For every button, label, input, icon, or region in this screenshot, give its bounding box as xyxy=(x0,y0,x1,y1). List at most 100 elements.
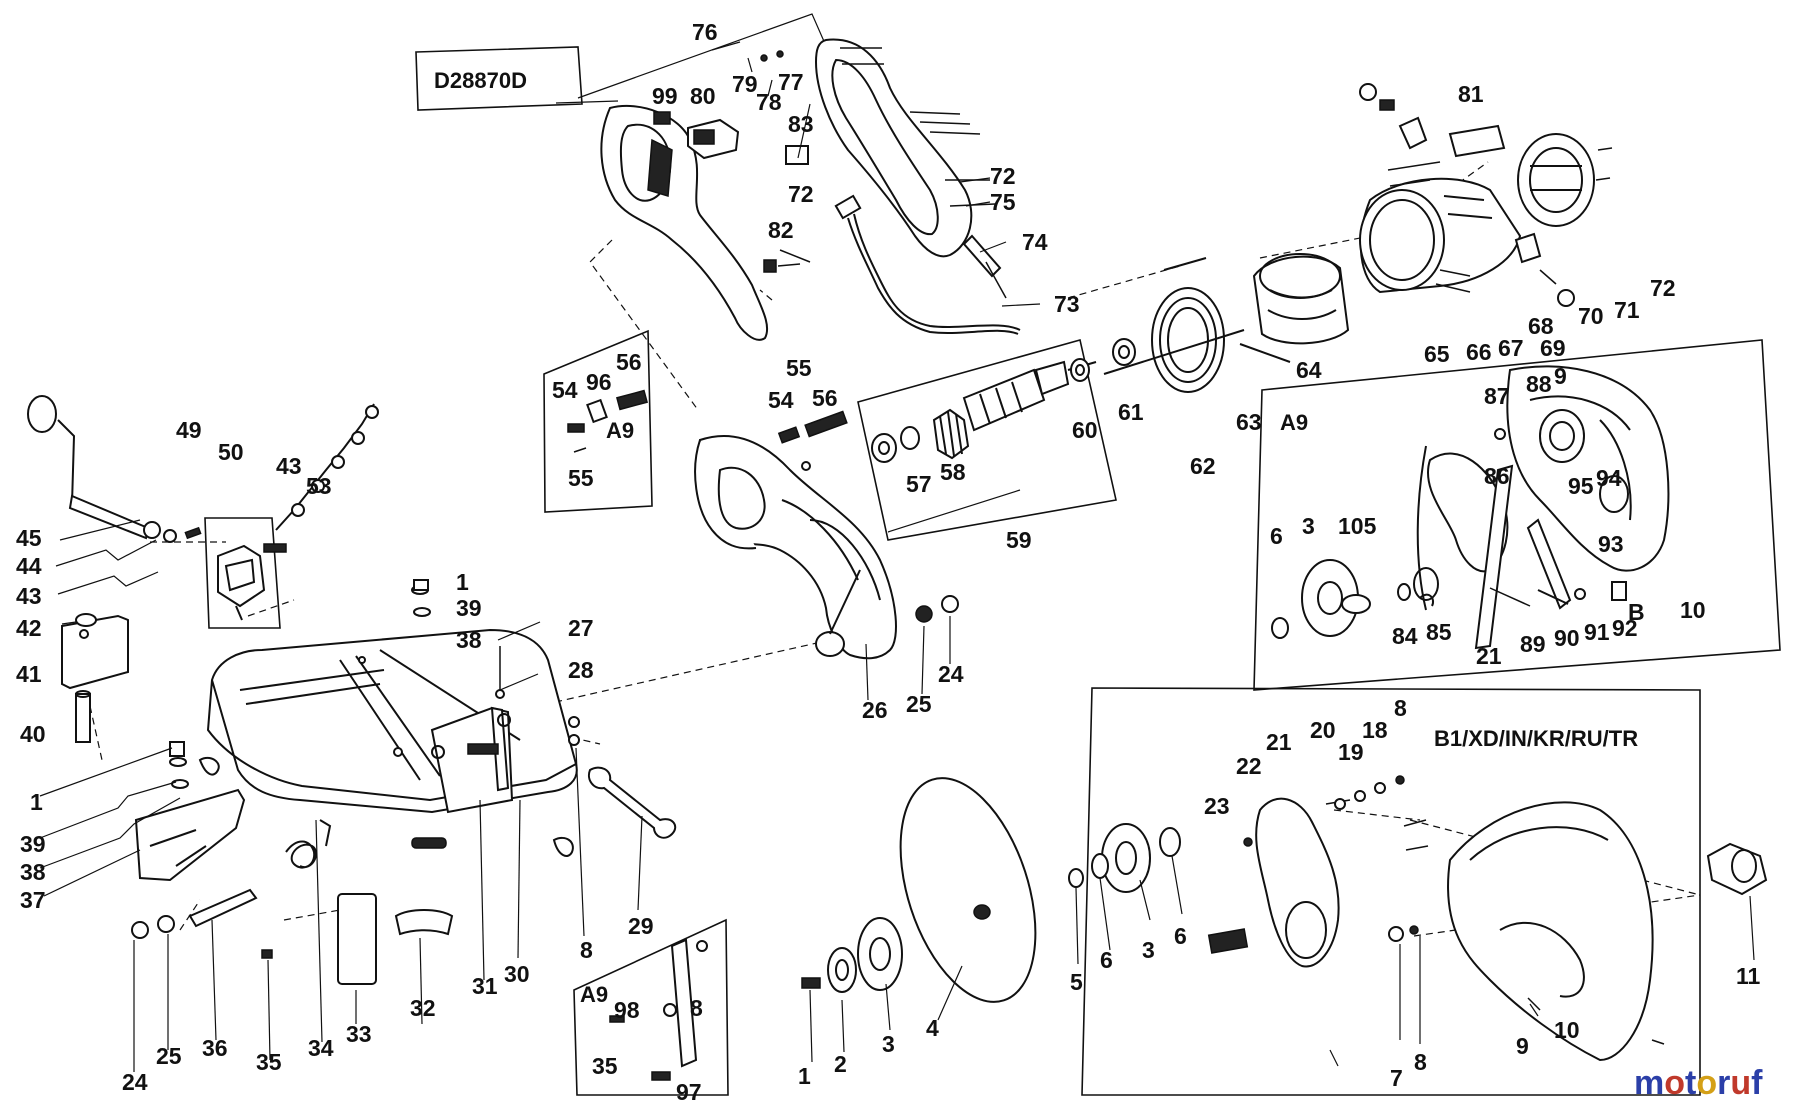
part-label-72-cap: 72 xyxy=(1650,275,1676,301)
part-label-38-top: 38 xyxy=(456,627,482,653)
part-label-88: 88 xyxy=(1526,371,1552,397)
gear-housing-part xyxy=(694,434,897,660)
part-label-1-left: 1 xyxy=(30,789,43,815)
guard-part xyxy=(1207,797,1654,1062)
part-label-70: 70 xyxy=(1578,303,1604,329)
part-label-20: 20 xyxy=(1310,717,1336,743)
handle-housing-part xyxy=(600,38,973,341)
part-label-86: 86 xyxy=(1484,463,1510,489)
armature-part xyxy=(871,358,1097,463)
vise-jaw-part xyxy=(217,543,287,621)
part-label-56-main: 56 xyxy=(812,385,838,411)
part-label-95: 95 xyxy=(1568,473,1594,499)
part-label-30: 30 xyxy=(504,961,530,987)
spring-part xyxy=(285,819,332,869)
label-plate-part xyxy=(1448,124,1506,158)
end-cap-part xyxy=(1517,133,1613,227)
bracket-part xyxy=(61,613,129,743)
part-label-37: 37 xyxy=(20,887,46,913)
part-label-7: 7 xyxy=(1390,1065,1403,1091)
part-label-89-bottom: 89 xyxy=(1520,631,1546,657)
part-label-60: 60 xyxy=(1072,417,1098,443)
region-a9-top-label: A9 xyxy=(606,418,634,443)
vise-chain-part xyxy=(275,403,379,531)
region-a9-guard-label: A9 xyxy=(1280,410,1308,435)
nut-washer-part xyxy=(568,595,959,746)
a9-washers xyxy=(1271,559,1586,639)
part-label-67: 67 xyxy=(1498,335,1524,361)
wrench-part xyxy=(588,766,677,839)
part-label-9-a9: 9 xyxy=(1554,363,1567,389)
part-label-63: 63 xyxy=(1236,409,1262,435)
part-label-72-upper: 72 xyxy=(788,181,814,207)
part-label-5: 5 xyxy=(1070,969,1083,995)
vise-crank-part xyxy=(27,395,202,543)
part-label-44: 44 xyxy=(16,553,42,579)
part-label-57: 57 xyxy=(906,471,932,497)
part-label-2: 2 xyxy=(834,1051,847,1077)
watermark-text: motoruf xyxy=(1634,1064,1763,1102)
svg-text:motoruf: motoruf xyxy=(1634,1064,1763,1102)
part-label-18: 18 xyxy=(1362,717,1388,743)
part-label-3-bottom: 3 xyxy=(882,1031,895,1057)
base-part xyxy=(206,628,578,849)
tie-rod-part xyxy=(1103,329,1291,375)
cutting-wheel-part xyxy=(899,777,1037,1003)
part-label-3-mid: 3 xyxy=(1142,937,1155,963)
part-label-94: 94 xyxy=(1596,465,1622,491)
region-b1-label: B1/XD/IN/KR/RU/TR xyxy=(1434,726,1638,751)
part-label-40: 40 xyxy=(20,721,46,747)
part-label-72-housing: 72 xyxy=(990,163,1016,189)
part-label-73: 73 xyxy=(1054,291,1080,317)
housing-screws xyxy=(763,47,996,273)
part-label-25-mid: 25 xyxy=(906,691,932,717)
part-label-33: 33 xyxy=(346,1021,372,1047)
part-label-9-bottom: 9 xyxy=(1516,1033,1529,1059)
part-label-55-a9: 55 xyxy=(568,465,594,491)
part-label-50: 50 xyxy=(218,439,244,465)
part-label-83: 83 xyxy=(788,111,814,137)
part-label-58: 58 xyxy=(940,459,966,485)
part-label-85: 85 xyxy=(1426,619,1452,645)
part-label-62: 62 xyxy=(1190,453,1216,479)
model-label-box: D28870D xyxy=(415,13,831,111)
part-label-10-bottom: 10 xyxy=(1554,1017,1580,1043)
part-label-4: 4 xyxy=(926,1015,939,1041)
part-label-6-right: 6 xyxy=(1174,923,1187,949)
part-label-91: 91 xyxy=(1584,619,1610,645)
spindle-lock-part-small xyxy=(567,389,648,453)
part-label-8-bottom: 8 xyxy=(1414,1049,1427,1075)
part-label-98: 98 xyxy=(614,997,640,1023)
part-label-87: 87 xyxy=(1484,383,1510,409)
part-label-34: 34 xyxy=(308,1035,334,1061)
part-label-29: 29 xyxy=(628,913,654,939)
part-label-35-a9: 35 xyxy=(592,1053,618,1079)
part-label-10-a9: 10 xyxy=(1680,597,1706,623)
part-label-1-bottom: 1 xyxy=(798,1063,811,1089)
part-label-22: 22 xyxy=(1236,753,1262,779)
part-label-3-a9: 3 xyxy=(1302,513,1315,539)
motor-housing-part xyxy=(1359,161,1522,294)
part-label-76: 76 xyxy=(692,19,718,45)
part-label-71: 71 xyxy=(1614,297,1640,323)
part-label-49: 49 xyxy=(176,417,202,443)
miter-plate-part xyxy=(134,579,431,882)
part-label-35-left: 35 xyxy=(256,1049,282,1075)
part-label-66: 66 xyxy=(1466,339,1492,365)
part-label-82: 82 xyxy=(768,217,794,243)
part-label-6-a9: 6 xyxy=(1270,523,1283,549)
pivot-shaft-part xyxy=(131,888,258,939)
part-label-74: 74 xyxy=(1022,229,1048,255)
part-label-69: 69 xyxy=(1540,335,1566,361)
guard-bracket-part xyxy=(609,938,708,1081)
part-label-77: 77 xyxy=(778,69,804,95)
part-label-84: 84 xyxy=(1392,623,1418,649)
part-label-39-top: 39 xyxy=(456,595,482,621)
part-label-32: 32 xyxy=(410,995,436,1021)
part-label-64: 64 xyxy=(1296,357,1322,383)
part-label-38-left: 38 xyxy=(20,859,46,885)
watermark-logo: motoruf xyxy=(1634,1064,1763,1102)
part-label-36: 36 xyxy=(202,1035,228,1061)
part-label-78: 78 xyxy=(756,89,782,115)
foot-pad-part xyxy=(198,756,574,985)
